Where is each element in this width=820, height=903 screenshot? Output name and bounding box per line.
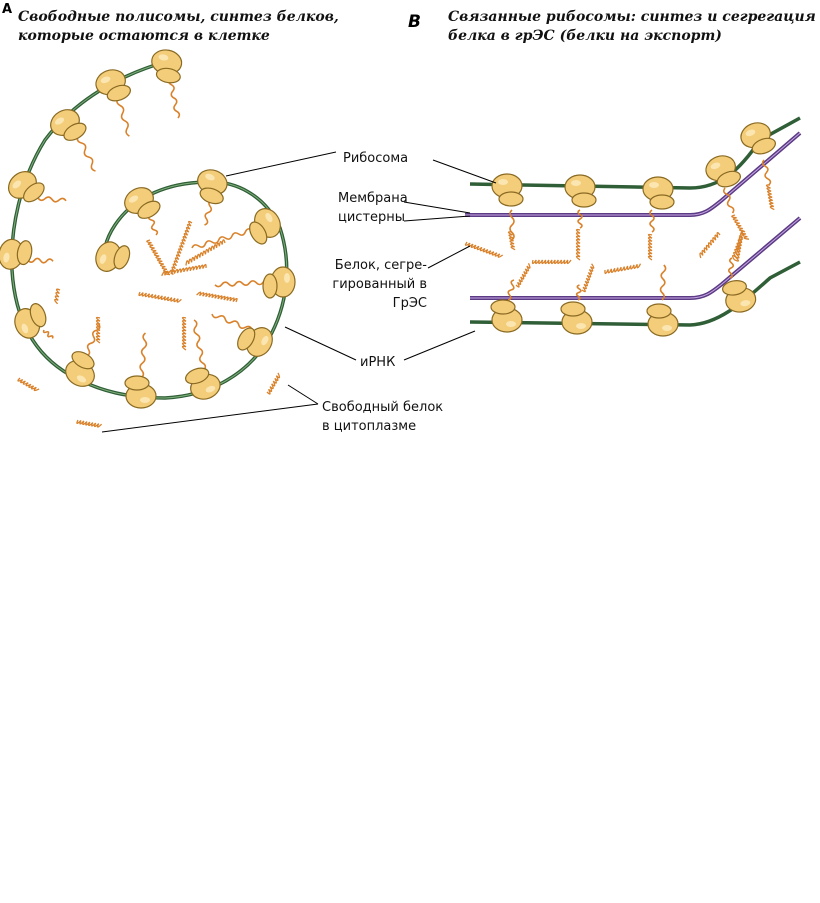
protein-helix xyxy=(138,291,182,303)
ribosome-icon xyxy=(50,109,87,141)
protein-helix xyxy=(196,291,238,303)
ribosome-icon xyxy=(642,176,675,210)
protein-chain xyxy=(139,332,148,379)
protein-chain xyxy=(27,257,54,264)
label-free-protein: Свободный белок в цитоплазме xyxy=(322,400,444,434)
leader-line xyxy=(284,326,357,361)
ribosome-icon xyxy=(0,238,33,270)
protein-helix xyxy=(181,316,187,351)
label-ribosome: Рибосома xyxy=(343,151,409,166)
ribosome-icon xyxy=(705,155,741,188)
ribosome-icon xyxy=(95,241,131,272)
ribosome-icon xyxy=(740,122,776,155)
protein-chain xyxy=(761,159,772,186)
panel-b-caption: Связанные рибосомы: синтез и сегрегация … xyxy=(448,9,816,44)
leader-line xyxy=(225,151,337,177)
protein-chain xyxy=(37,196,67,203)
ribosome-icon xyxy=(124,187,161,219)
protein-chain xyxy=(659,264,667,301)
ribosomes xyxy=(0,49,776,409)
ribosome-icon xyxy=(262,266,296,299)
protein-helix xyxy=(699,231,721,259)
protein-helix xyxy=(146,239,171,276)
protein-helix xyxy=(507,231,516,251)
protein-helix xyxy=(604,263,642,275)
ribosome-icon xyxy=(491,173,524,207)
protein-chain xyxy=(723,187,735,214)
leader-line xyxy=(403,215,471,222)
protein-helix xyxy=(731,229,746,261)
protein-helix xyxy=(734,234,743,262)
free-protein-helix xyxy=(17,377,40,392)
protein-helix xyxy=(765,184,775,211)
label-segregated-protein: Белок, сегре- гированный в ГрЭС xyxy=(332,258,427,311)
protein-chain xyxy=(214,279,271,288)
protein-helix xyxy=(515,263,531,288)
protein-chains xyxy=(17,77,775,428)
ribosome-icon xyxy=(249,208,281,245)
ribosome-icon xyxy=(564,174,597,208)
free-protein-helix xyxy=(76,419,103,428)
ribosome-icon xyxy=(197,169,228,205)
protein-chain xyxy=(167,77,181,119)
protein-helix xyxy=(170,220,193,276)
ribosome-icon xyxy=(7,171,45,203)
protein-chain xyxy=(727,257,735,279)
ribosome-icon xyxy=(722,280,757,313)
label-mrna: иРНК xyxy=(360,355,396,370)
ribosome-icon xyxy=(65,351,95,387)
protein-chain xyxy=(649,209,655,233)
leader-line xyxy=(432,159,497,184)
protein-chain xyxy=(191,228,253,249)
protein-helix xyxy=(161,263,207,277)
protein-helix xyxy=(185,239,226,266)
ribosome-icon xyxy=(560,301,593,335)
ribosome-icon xyxy=(14,303,47,339)
protein-helix xyxy=(464,241,504,258)
protein-chain xyxy=(575,284,582,301)
ribosome-icon xyxy=(646,303,679,337)
protein-chain xyxy=(42,329,54,339)
leader-line xyxy=(427,245,471,269)
leader-line xyxy=(403,201,471,214)
protein-chain xyxy=(193,319,207,371)
panel-a-caption: Свободные полисомы, синтез белков, котор… xyxy=(18,9,339,44)
leader-line xyxy=(287,384,319,405)
ribosome-icon xyxy=(151,49,183,84)
protein-chain xyxy=(204,199,213,226)
protein-helix xyxy=(731,214,750,240)
protein-chain xyxy=(116,97,130,137)
protein-chain xyxy=(509,209,515,241)
panel-b-letter: B xyxy=(408,12,421,32)
protein-chain xyxy=(76,135,96,172)
leader-line xyxy=(403,330,476,361)
ribosome-icon xyxy=(124,375,157,409)
membrane-lower-inner xyxy=(470,217,801,299)
protein-helix xyxy=(54,288,61,305)
protein-helix xyxy=(95,316,101,344)
protein-helix xyxy=(647,233,653,261)
ribosome-icon xyxy=(185,367,221,400)
protein-helix xyxy=(581,263,595,293)
membrane-upper-inner xyxy=(465,132,801,216)
protein-chain xyxy=(507,279,515,301)
protein-helix xyxy=(575,228,581,261)
protein-chain xyxy=(147,214,159,236)
protein-helix xyxy=(531,259,572,265)
ribosome-icon xyxy=(237,327,273,357)
ribosome-icon xyxy=(95,69,131,102)
protein-chain xyxy=(577,209,583,229)
ribosome-icon xyxy=(490,299,523,333)
panel-a-letter: A xyxy=(2,2,13,17)
protein-chain xyxy=(211,313,253,331)
leader-line xyxy=(101,403,319,433)
leader-lines xyxy=(101,151,497,433)
free-protein-helix xyxy=(266,372,281,395)
label-membrane: Мембрана цистерны xyxy=(338,191,408,225)
